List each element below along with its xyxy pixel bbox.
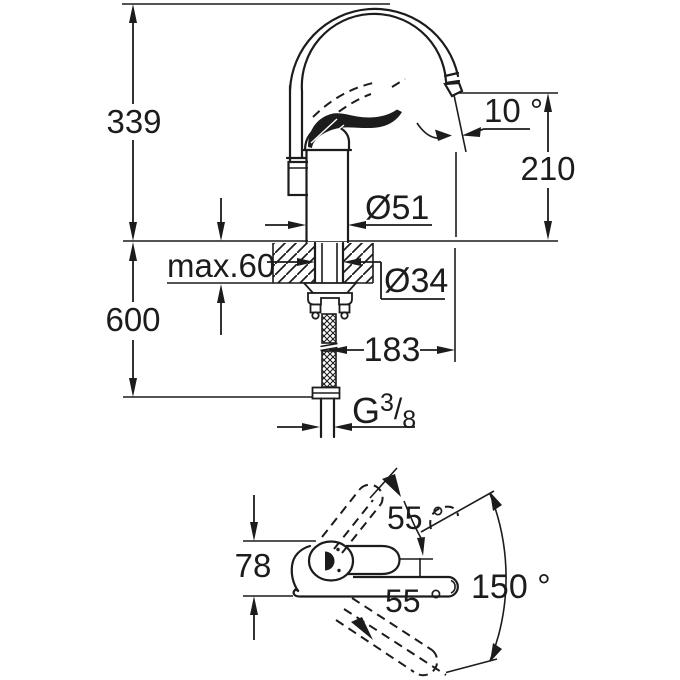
hose-break-marks [320,342,338,352]
dim-d34-label: Ø34 [384,262,448,300]
dim-55-upper-label: 55 ° [387,500,444,536]
dim-183-label: 183 [364,331,421,369]
dim-overall-height: 339 [106,4,162,241]
mounting-nut [307,292,353,306]
lever-position-down: 55 ° [335,583,447,677]
lever-raised-position [312,78,406,122]
dim-10deg-label: 10 ° [484,92,543,129]
handle-plan [307,540,401,582]
dim-hole-diameter: Ø34 [267,258,448,300]
dim-swivel-range: 150 ° [420,490,551,674]
top-view: 78 55 ° [235,467,551,677]
dim-spout-tilt: 10 ° [416,92,543,237]
dim-hose-length: 600 [105,242,161,397]
dim-150-label: 150 ° [471,568,551,606]
faucet-body [287,78,406,244]
connection-hose [311,313,341,439]
dim-spout-height: 210 [520,93,576,240]
connection-pipe [319,397,336,439]
lever-position-up [321,467,401,554]
dim-thread-label: G3/8 [352,389,416,434]
reference-lines [122,3,558,398]
washer-cone [301,282,359,294]
base-circle-arc [290,544,312,593]
spout-plan [290,544,459,598]
spout-outline [285,7,464,164]
dim-210-label: 210 [520,150,575,187]
dim-339-label: 339 [106,103,161,140]
dim-55-lower-label: 55 ° [385,583,442,619]
dim-d51-label: Ø51 [365,189,429,227]
dim-thread: G3/8 [277,389,416,434]
lever-blade-plan [345,544,401,576]
dim-lever-angle-up: 55 ° [387,500,444,556]
dim-600-label: 600 [105,301,160,338]
side-view: 339 600 210 max.60 Ø51 [105,3,576,439]
dim-body-depth: 78 [235,495,272,640]
dim-deck-thickness: max.60 [167,198,275,335]
spout-tip [443,81,464,98]
knob-mark [325,551,335,571]
mounting-hardware [301,241,359,320]
dim-spout-reach: 183 [329,248,456,369]
lever-handle-side [308,109,402,148]
dim-78-label: 78 [235,547,272,584]
dim-max60-label: max.60 [167,247,275,284]
dim-base-diameter: Ø51 [265,189,432,229]
